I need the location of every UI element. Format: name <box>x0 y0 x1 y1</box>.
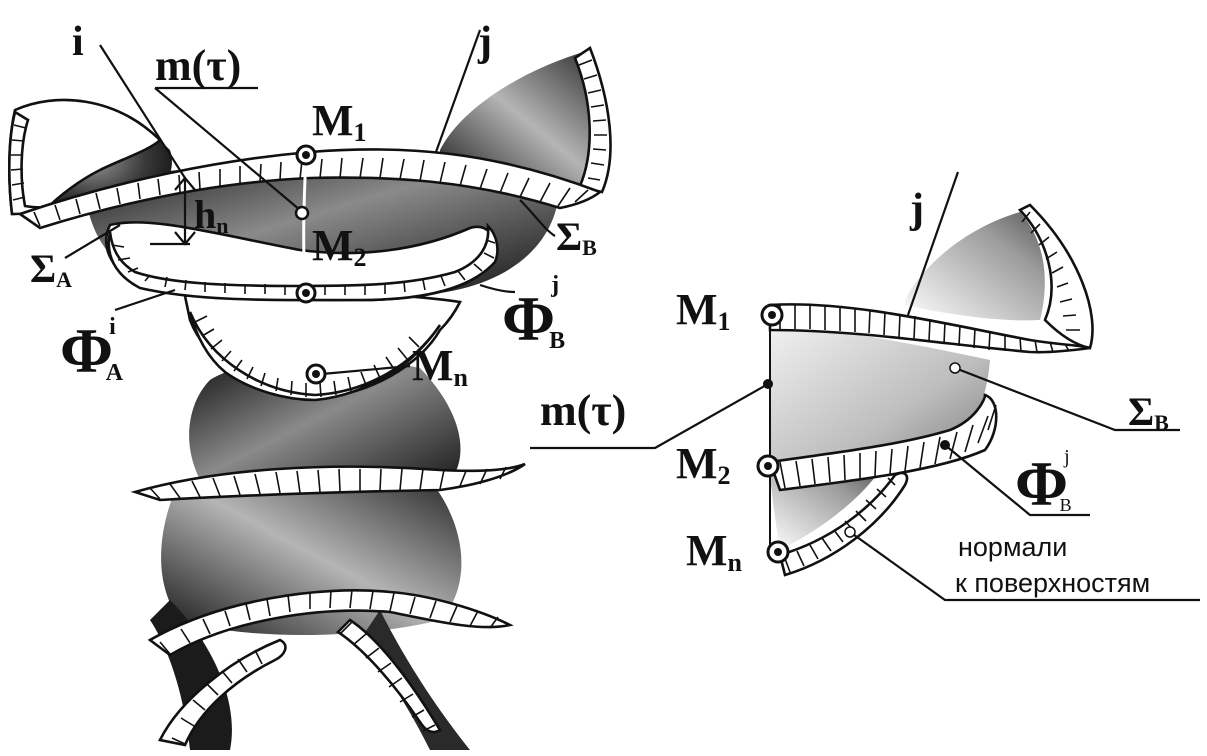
point-m2-marker <box>294 205 310 221</box>
right-m-tau-leader <box>530 383 769 450</box>
line-i <box>99 44 186 179</box>
sigma-a-leader <box>64 224 121 259</box>
label-sigma-b-main: Σ <box>556 214 582 259</box>
label-phi-a-sup: i <box>109 314 116 340</box>
label-sigma-b: ΣB <box>556 214 597 260</box>
label-curve-m-tau: m(τ) <box>155 41 241 90</box>
right-label-m1: M1 <box>676 285 731 336</box>
right-normals-leader <box>849 531 1200 602</box>
label-height-sub: n <box>216 213 228 238</box>
right-label-mn-main: M <box>686 526 728 575</box>
right-label-m1-sub: 1 <box>718 307 731 336</box>
lower-body <box>130 358 526 750</box>
label-m1-main: M <box>312 96 354 145</box>
upper-body <box>8 46 612 302</box>
right-label-normals-line2: к поверхностям <box>955 568 1150 598</box>
right-point-mn-marker <box>766 540 790 564</box>
middle-lobe <box>183 290 462 402</box>
right-line-j <box>906 171 960 316</box>
right-label-sigma-b-main: Σ <box>1128 389 1154 434</box>
point-m1-marker <box>295 144 317 166</box>
label-height: hn <box>194 192 229 238</box>
right-label-sigma-b-sub: B <box>1154 410 1169 435</box>
label-phi-a-sub: A <box>106 360 124 386</box>
label-phi-b-sub: B <box>549 328 565 354</box>
right-label-m2: M2 <box>676 439 731 490</box>
right-normals-point <box>844 526 856 538</box>
label-sigma-b-sub: B <box>582 235 597 260</box>
label-phi-b-main: Φ <box>502 283 555 354</box>
label-line-i: i <box>72 19 84 65</box>
right-label-sigma-b: ΣB <box>1128 389 1169 435</box>
line-j <box>434 29 482 153</box>
label-height-main: h <box>194 192 216 237</box>
left-figure: i j m(τ) M1 M2 Mn hn ΣA ΣB ΦiA ΦjB <box>8 19 612 750</box>
right-label-m2-sub: 2 <box>718 461 731 490</box>
right-label-phi-b-sup: j <box>1063 446 1070 468</box>
label-mn: Mn <box>412 341 469 392</box>
label-m2-sub: 2 <box>354 243 367 272</box>
right-point-m-tau-marker <box>763 379 773 389</box>
phi-a-leader <box>114 288 176 312</box>
label-phi-b-sup: j <box>550 272 559 298</box>
label-m2-main: M <box>312 221 354 270</box>
label-mn-sub: n <box>454 363 469 392</box>
point-mn-marker <box>305 363 327 385</box>
right-label-phi-b-sub: B <box>1060 495 1072 515</box>
right-label-mn-sub: n <box>728 548 743 577</box>
right-label-m1-main: M <box>676 285 718 334</box>
label-m1: M1 <box>312 96 367 147</box>
right-label-m2-main: M <box>676 439 718 488</box>
right-label-line-j: j <box>909 186 924 232</box>
right-phi-b-leader <box>944 444 1090 517</box>
height-dimension <box>150 176 196 246</box>
label-m2: M2 <box>312 221 367 272</box>
mn-leader <box>321 364 411 376</box>
right-sigma-b-point <box>949 362 961 374</box>
right-label-phi-b-main: Φ <box>1015 448 1068 519</box>
right-label-curve-m-tau: m(τ) <box>540 386 626 435</box>
label-mn-main: M <box>412 341 454 390</box>
label-phi-a-main: Φ <box>60 315 113 386</box>
right-label-normals-line1: нормали <box>958 532 1067 562</box>
label-sigma-a-sub: A <box>56 267 72 292</box>
label-sigma-a: ΣA <box>30 246 72 292</box>
right-sigma-b-leader <box>954 366 1180 432</box>
label-sigma-a-main: Σ <box>30 246 56 291</box>
right-label-mn: Mn <box>686 526 743 577</box>
right-point-m1-marker <box>760 303 784 327</box>
right-point-m2-marker <box>756 454 780 478</box>
m-tau-leader <box>154 86 301 211</box>
right-phi-b-point <box>940 440 950 450</box>
label-m1-sub: 1 <box>354 118 367 147</box>
point-m2-dup-marker <box>295 282 317 304</box>
sigma-b-leader <box>519 199 556 237</box>
phi-b-leader <box>479 283 516 294</box>
label-line-j: j <box>477 19 492 65</box>
